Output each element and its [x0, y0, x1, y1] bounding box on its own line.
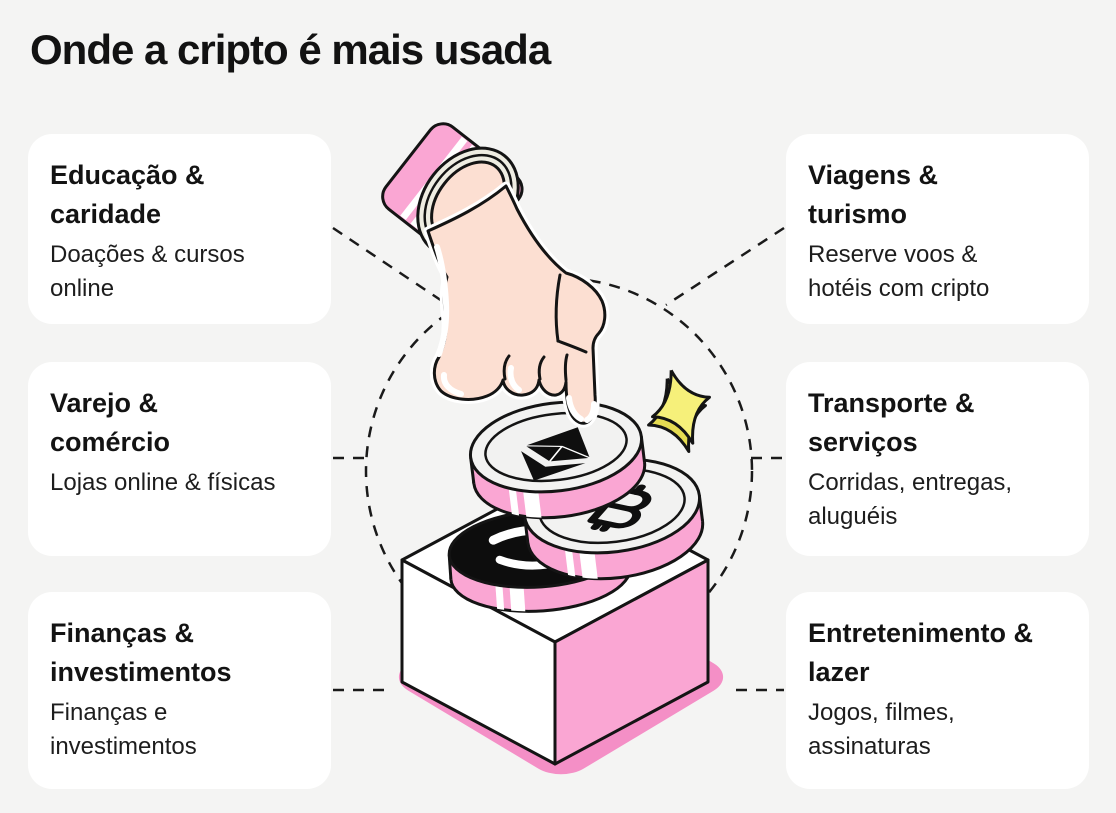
card-travel-tourism: Viagens & turismo Reserve voos & hotéis …: [786, 134, 1089, 324]
dashed-circle: [364, 276, 754, 666]
card-heading: Varejo & comércio: [50, 388, 171, 457]
card-body: Jogos, filmes, assinaturas: [808, 699, 955, 760]
bitcoin-symbol: [587, 482, 652, 532]
connector-lines: [332, 226, 785, 692]
card-retail-commerce: Varejo & comércio Lojas online & físicas: [28, 362, 331, 556]
card-heading: Educação & caridade: [50, 160, 205, 229]
card-heading: Entretenimento & lazer: [808, 618, 1034, 687]
bitcoin-coin: [522, 457, 705, 584]
card-body: Doações & cursos online: [50, 241, 245, 302]
sleeve-cuff: [381, 122, 524, 264]
ethereum-coin: [468, 400, 647, 523]
card-heading: Transporte & serviços: [808, 388, 975, 457]
crypto-box: [400, 476, 710, 766]
card-entertainment-leisure: Entretenimento & lazer Jogos, filmes, as…: [786, 592, 1089, 789]
finger-creases: [502, 273, 588, 382]
pointing-hand: [423, 181, 610, 428]
card-transport-services: Transporte & serviços Corridas, entregas…: [786, 362, 1089, 556]
box-shadow: [398, 579, 724, 775]
bracelet: [416, 146, 520, 258]
card-body: Reserve voos & hotéis com cripto: [808, 241, 990, 302]
card-education-charity: Educação & caridade Doações & cursos onl…: [28, 134, 331, 324]
page-title: Onde a cripto é mais usada: [30, 26, 551, 73]
card-body: Lojas online & físicas: [50, 469, 276, 496]
hand-outline: [423, 181, 610, 428]
card-body: Finanças e investimentos: [50, 699, 197, 760]
card-finance-investments: Finanças & investimentos Finanças e inve…: [28, 592, 331, 789]
card-heading: Finanças & investimentos: [50, 618, 232, 687]
ethereum-symbol: [521, 427, 591, 481]
card-heading: Viagens & turismo: [808, 160, 939, 229]
sparkle-icon: [647, 369, 711, 454]
card-body: Corridas, entregas, aluguéis: [808, 469, 1013, 530]
hand-highlights: [434, 244, 597, 423]
dark-coin: [447, 509, 632, 615]
